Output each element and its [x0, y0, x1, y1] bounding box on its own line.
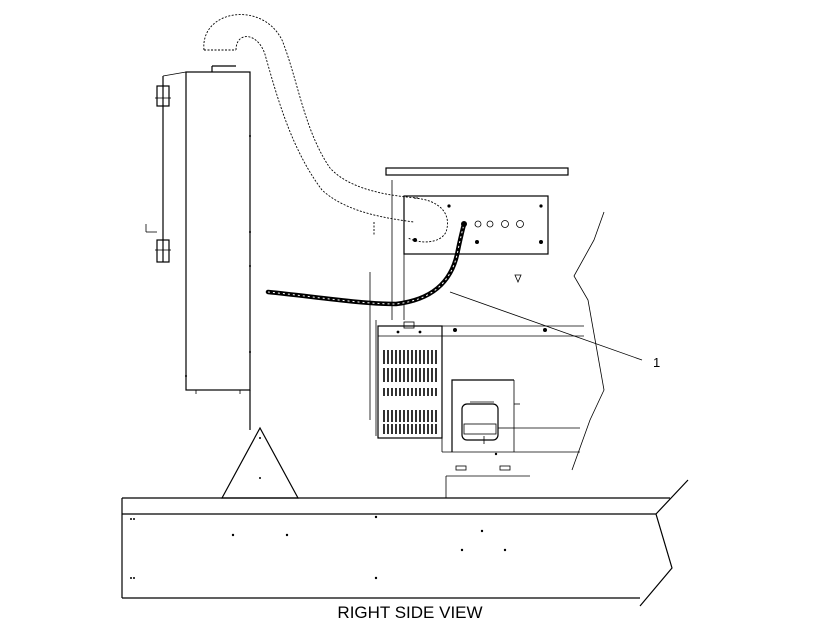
- gusset-foot: [216, 426, 304, 499]
- callout-1: 1: [449, 291, 660, 370]
- top-bar: [385, 167, 569, 176]
- view-caption: RIGHT SIDE VIEW: [337, 603, 483, 622]
- housing-feet: [445, 452, 530, 498]
- power-cable: [265, 221, 467, 307]
- break-line: [571, 211, 605, 471]
- handle-box: [451, 379, 520, 452]
- mounting-plate: [391, 180, 549, 320]
- callout-1-label: 1: [653, 355, 660, 370]
- lower-housing: [369, 272, 584, 453]
- flexible-hose: [203, 14, 448, 243]
- vertical-column: [185, 65, 251, 430]
- base-beam: [121, 479, 689, 607]
- vent-grille: [383, 350, 437, 434]
- side-cable: [145, 71, 187, 263]
